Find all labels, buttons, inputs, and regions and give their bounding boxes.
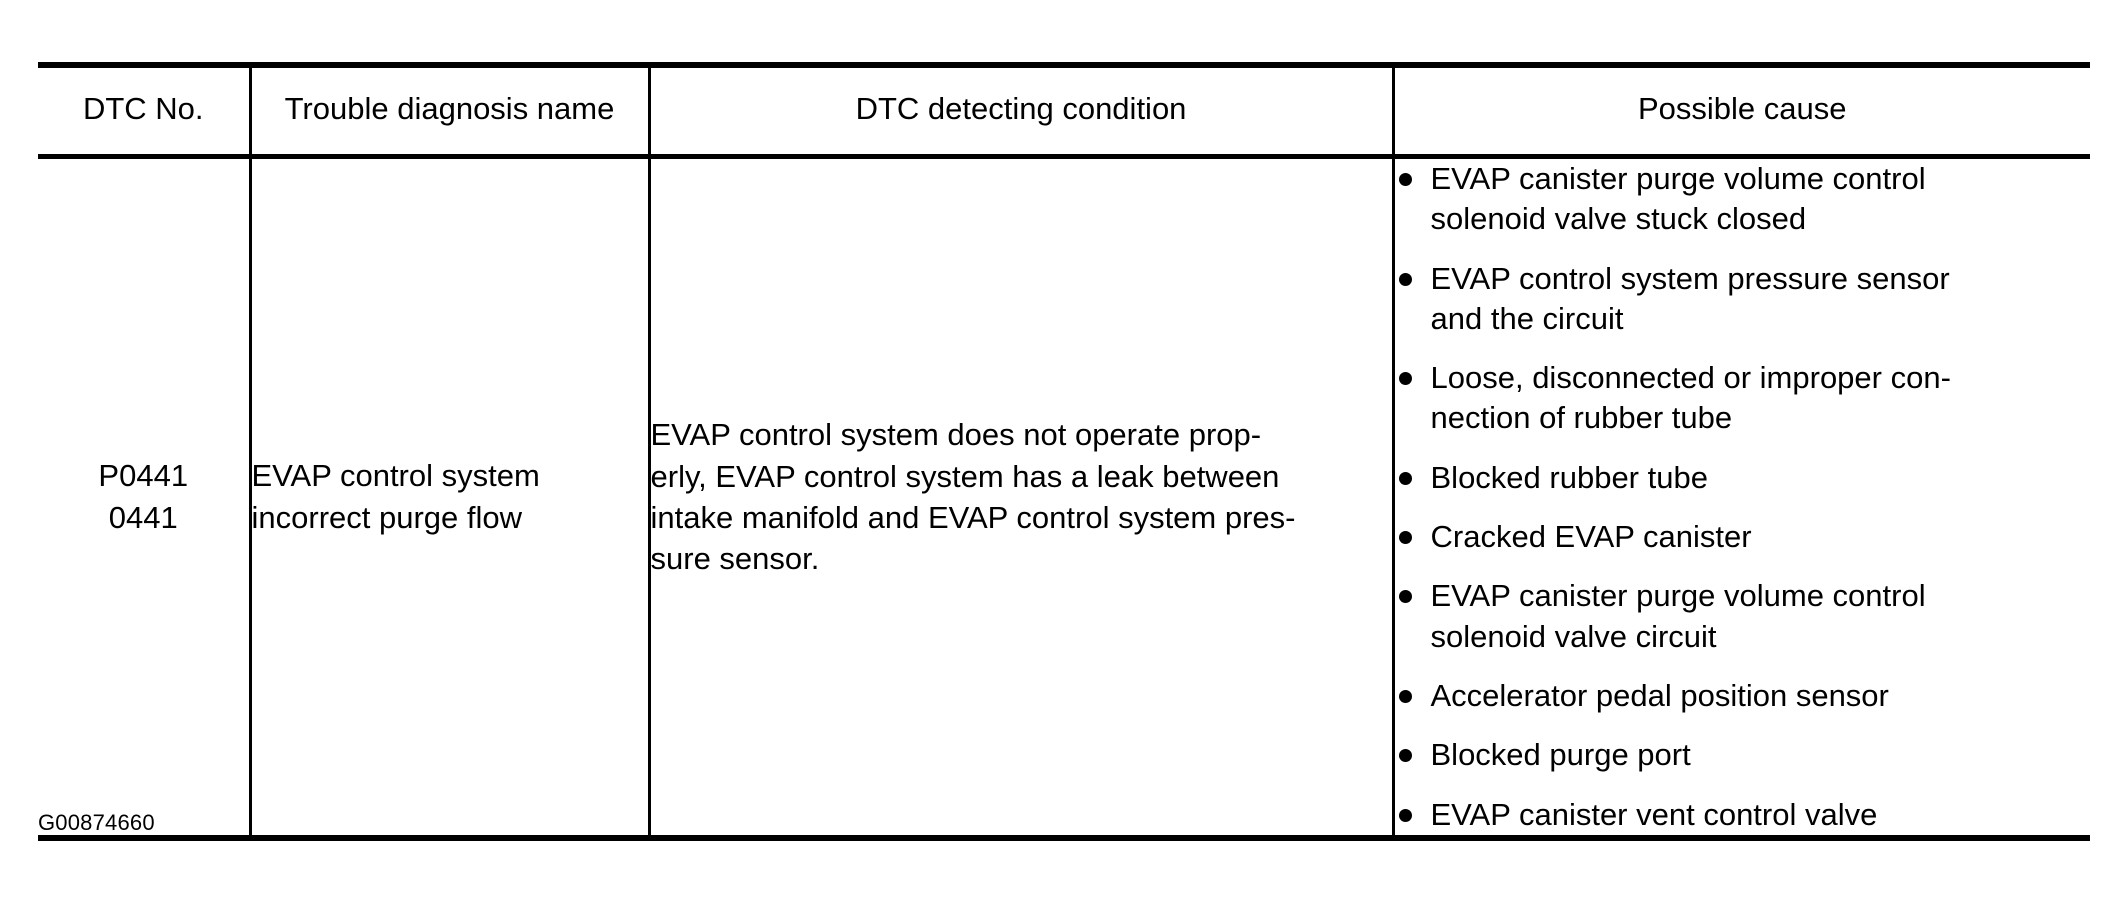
column-header-possible-cause: Possible cause xyxy=(1391,62,2090,159)
list-item: Loose, disconnected or improper con- nec… xyxy=(1395,358,2091,439)
detecting-condition-line-4: sure sensor. xyxy=(650,541,820,577)
detecting-condition-line-1: EVAP control system does not operate pro… xyxy=(650,417,1262,453)
bullet-icon xyxy=(1398,808,1412,822)
list-item: Accelerator pedal position sensor xyxy=(1395,676,2091,716)
bullet-icon xyxy=(1398,590,1412,604)
bullet-icon xyxy=(1398,531,1412,545)
list-item: Cracked EVAP canister xyxy=(1395,517,2091,557)
cause-line: EVAP canister vent control valve xyxy=(1430,796,1878,832)
cause-line: EVAP canister purge volume control xyxy=(1430,578,1926,614)
dtc-code-primary: P0441 xyxy=(98,458,189,494)
list-item: Blocked rubber tube xyxy=(1395,458,2091,498)
cell-possible-cause: EVAP canister purge volume control solen… xyxy=(1391,156,2091,841)
cause-line: solenoid valve stuck closed xyxy=(1430,201,1807,237)
cause-line: Blocked purge port xyxy=(1430,737,1691,773)
cause-line: solenoid valve circuit xyxy=(1430,618,1717,654)
cause-line: Cracked EVAP canister xyxy=(1430,519,1752,555)
list-item: Blocked purge port xyxy=(1395,735,2091,775)
cause-line: Loose, disconnected or improper con- xyxy=(1430,360,1951,396)
list-item: EVAP control system pressure sensor and … xyxy=(1395,259,2091,340)
cause-line: Blocked rubber tube xyxy=(1430,459,1708,495)
detecting-condition-line-2: erly, EVAP control system has a leak bet… xyxy=(650,458,1280,494)
bullet-icon xyxy=(1398,689,1412,703)
dtc-table: DTC No. Trouble diagnosis name DTC detec… xyxy=(38,62,2090,841)
list-item: EVAP canister purge volume control solen… xyxy=(1395,576,2091,657)
cell-dtc-no: P0441 0441 xyxy=(38,156,250,841)
trouble-name-line-1: EVAP control system xyxy=(251,458,540,494)
bullet-icon xyxy=(1398,372,1412,386)
table-header: DTC No. Trouble diagnosis name DTC detec… xyxy=(38,62,2090,159)
detecting-condition-line-3: intake manifold and EVAP control system … xyxy=(650,499,1296,535)
bullet-icon xyxy=(1398,272,1412,286)
bullet-icon xyxy=(1398,173,1412,186)
cell-trouble-diagnosis-name: EVAP control system incorrect purge flow xyxy=(248,156,649,841)
figure-id-label: G00874660 xyxy=(38,810,155,835)
list-item: EVAP canister vent control valve xyxy=(1395,795,2091,835)
cause-line: Accelerator pedal position sensor xyxy=(1430,677,1889,713)
bullet-icon xyxy=(1398,749,1412,763)
cause-line: nection of rubber tube xyxy=(1430,400,1733,436)
cause-line: EVAP control system pressure sensor xyxy=(1430,260,1950,296)
column-header-dtc-detecting-condition: DTC detecting condition xyxy=(647,62,1393,159)
dtc-code-secondary: 0441 xyxy=(108,499,178,535)
bullet-icon xyxy=(1398,471,1412,485)
column-header-dtc-no: DTC No. xyxy=(38,62,250,159)
table-body: P0441 0441 EVAP control system incorrect… xyxy=(38,156,2091,841)
list-item: EVAP canister purge volume control solen… xyxy=(1395,159,2091,240)
table-header-row: DTC No. Trouble diagnosis name DTC detec… xyxy=(38,62,2090,159)
cause-line: and the circuit xyxy=(1430,300,1624,336)
column-header-trouble-diagnosis-name: Trouble diagnosis name xyxy=(248,62,649,159)
table-row: P0441 0441 EVAP control system incorrect… xyxy=(38,156,2091,841)
cell-dtc-detecting-condition: EVAP control system does not operate pro… xyxy=(647,156,1393,841)
cause-line: EVAP canister purge volume control xyxy=(1430,161,1926,196)
possible-cause-list: EVAP canister purge volume control solen… xyxy=(1395,159,2091,835)
trouble-name-line-2: incorrect purge flow xyxy=(251,499,523,535)
